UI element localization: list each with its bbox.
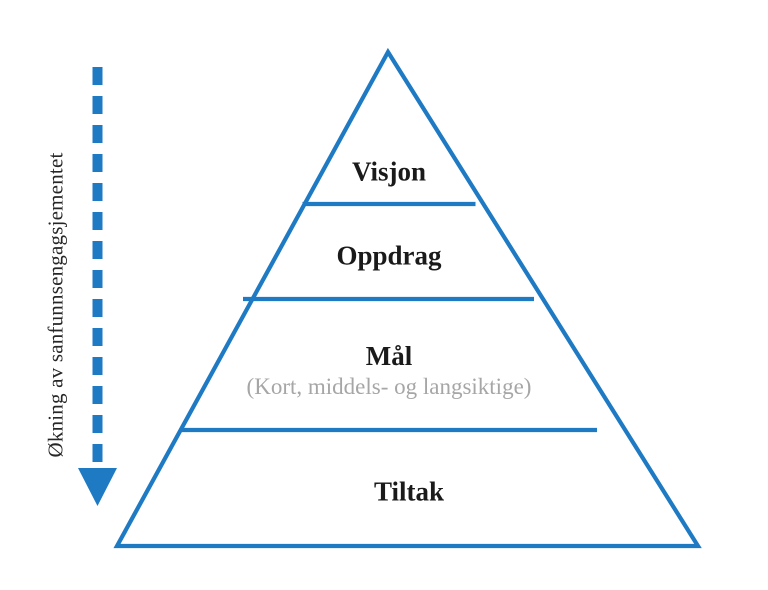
tier-title-vision: Visjon bbox=[351, 156, 427, 187]
tier-label-vision: Visjon bbox=[352, 156, 426, 187]
tier-label-goals: Mål (Kort, middels- og langsiktige) bbox=[247, 341, 532, 401]
tier-title-goals: Mål bbox=[365, 341, 413, 372]
tier-label-actions: Tiltak bbox=[374, 476, 444, 507]
tier-title-mission: Oppdrag bbox=[336, 240, 442, 271]
increase-arrow bbox=[78, 67, 117, 506]
tier-label-mission: Oppdrag bbox=[336, 240, 441, 271]
arrowhead-icon bbox=[78, 468, 117, 506]
tier-subtitle-goals: (Kort, middels- og langsiktige) bbox=[246, 374, 532, 400]
tier-title-actions: Tiltak bbox=[373, 476, 445, 507]
